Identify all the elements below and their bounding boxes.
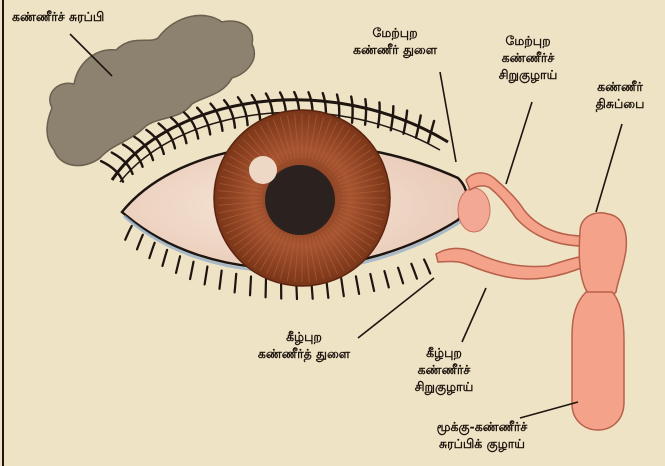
eyelash [162,250,167,266]
eyelash [137,235,143,250]
leader-nasolacrimal-duct [520,402,578,418]
eyelash [252,95,261,123]
label-upper-canaliculus: மேற்புற கண்ணீர்ச் சிறுகுழாய் [480,32,576,83]
lower-canaliculus-tube [436,248,586,279]
leader-lower-punctum [358,278,434,338]
lacrimal-caruncle [458,188,490,232]
eyelash [235,274,237,293]
eyelash [351,97,352,123]
eyelash [211,104,223,131]
eyelash [341,278,344,296]
eyelash [125,226,131,240]
label-nasolacrimal-duct: மூக்கு-கண்ணீர்ச் சுரப்பிக் குழாய் [412,418,552,452]
lacrimal-sac [579,213,626,298]
label-lacrimal-sac: கண்ணீர் திசுப்பை [582,78,658,112]
leader-upper-canaliculus [506,102,532,184]
leader-lacrimal-sac [596,124,622,212]
eyelash [176,256,180,273]
eyelash [205,267,208,285]
eyelash [190,262,193,279]
eyelash [149,243,154,258]
label-lower-punctum: கீழ்புற கண்ணீர்த் துளை [248,328,360,362]
eyelash [424,259,430,273]
eyelash [384,271,388,287]
label-lower-canaliculus: கீழ்புற கண்ணீர்ச் சிறுகுழாய் [398,344,490,395]
leader-lower-canaliculus [462,288,486,342]
leader-upper-punctum [440,72,456,162]
eyelash [238,97,248,125]
eyelash [370,274,374,291]
eyelash [411,264,417,279]
eye-highlight [249,156,277,184]
eyelash [398,268,403,284]
eyelash [219,271,221,289]
eyelash [356,276,359,294]
eyelash [250,276,251,295]
eyelash [224,100,235,128]
eyelash [391,106,394,130]
nasolacrimal-duct [572,292,624,430]
label-lacrimal-gland: கண்ணீர்ச் சுரப்பி [12,8,104,25]
label-upper-punctum: மேற்புற கண்ணீர் துளை [340,24,450,58]
